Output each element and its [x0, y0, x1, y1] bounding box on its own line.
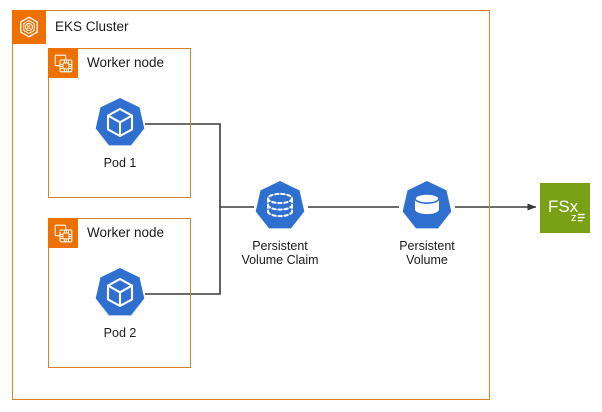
eks-cluster-label: EKS Cluster: [55, 19, 129, 35]
worker-node-2-header: Worker node: [48, 218, 164, 248]
node-fsx[interactable]: FSx z: [540, 183, 590, 233]
worker-node-icon: [48, 48, 78, 78]
node-persistent-volume-claim-label: Persistent Volume Claim: [241, 239, 319, 267]
worker-node-1-label: Worker node: [87, 55, 165, 71]
svg-text:K: K: [27, 25, 31, 31]
kubernetes-persistent-volume-claim-icon: [255, 181, 305, 229]
kubernetes-persistent-volume-icon: [402, 181, 452, 229]
worker-node-icon: [48, 218, 78, 248]
eks-cluster-group: [12, 10, 490, 400]
kubernetes-pod-icon: [95, 98, 145, 146]
kubernetes-pod-icon: [95, 268, 145, 316]
svg-text:z: z: [571, 212, 577, 224]
worker-node-1-header: Worker node: [48, 48, 164, 78]
node-pod-1[interactable]: Pod 1: [65, 95, 175, 170]
worker-node-1-group: [48, 48, 191, 198]
worker-node-2-group: [48, 218, 191, 368]
node-pod-2-label: Pod 2: [103, 326, 137, 340]
node-persistent-volume[interactable]: Persistent Volume: [372, 178, 482, 267]
node-pod-1-label: Pod 1: [103, 156, 137, 170]
node-persistent-volume-label: Persistent Volume: [399, 239, 455, 267]
eks-cluster-header: K EKS Cluster: [12, 10, 129, 44]
worker-node-2-label: Worker node: [87, 225, 165, 241]
node-persistent-volume-claim[interactable]: Persistent Volume Claim: [225, 178, 335, 267]
svg-text:FSx: FSx: [548, 197, 579, 216]
node-pod-2[interactable]: Pod 2: [65, 265, 175, 340]
aws-fsx-icon: FSx z: [540, 183, 590, 233]
eks-cluster-icon: K: [12, 10, 46, 44]
